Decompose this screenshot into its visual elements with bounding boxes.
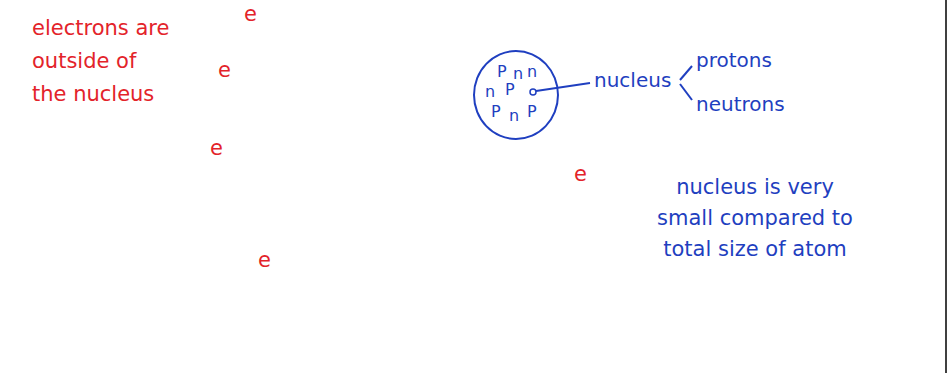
nucleus-dot: [530, 89, 536, 95]
electron-symbol: e: [574, 162, 587, 187]
particle-letter: P: [497, 64, 507, 80]
part-name: neutrons: [696, 92, 785, 116]
page-border: [945, 0, 947, 373]
particle-letter: n: [509, 108, 519, 124]
bracket-line: [680, 66, 692, 80]
particle-letter: n: [513, 66, 523, 82]
particle-letter: P: [491, 104, 501, 120]
part-name: protons: [696, 48, 772, 72]
particle-letter: n: [527, 64, 537, 80]
leader-line: [536, 83, 590, 91]
particle-letter: n: [485, 84, 495, 100]
part-name: nucleus: [594, 68, 671, 92]
electron-symbol: e: [210, 136, 223, 161]
electron-symbol: e: [258, 248, 271, 273]
electron-note: electrons are outside of the nucleus: [32, 12, 172, 111]
nucleus-circle: PnnnPPnP: [473, 50, 559, 140]
particle-letter: P: [505, 82, 515, 98]
electron-symbol: e: [244, 2, 257, 27]
bracket-line: [680, 84, 692, 100]
size-note: nucleus is very small compared to total …: [645, 172, 865, 265]
particle-letter: P: [527, 104, 537, 120]
electron-symbol: e: [218, 58, 231, 83]
